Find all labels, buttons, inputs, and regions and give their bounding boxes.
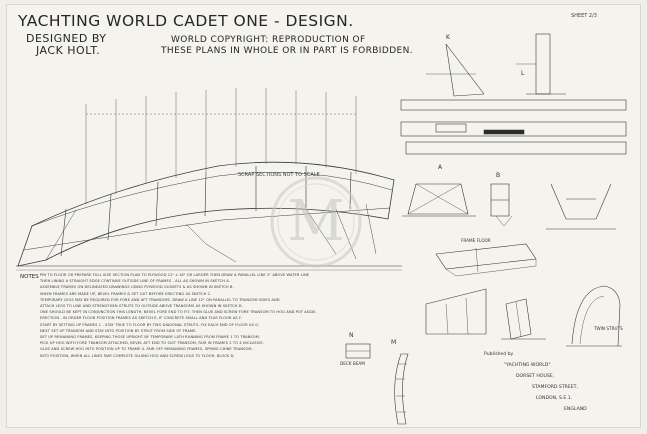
- section-m-label: M: [391, 339, 397, 346]
- publisher-line: "YACHTING WORLD": [504, 363, 551, 368]
- note-line: ERECTION - IN ORDER FLOOR POSITION FRAME…: [40, 316, 242, 321]
- plan-drawing: M: [16, 33, 627, 425]
- section-l-label: L: [521, 70, 525, 77]
- hog-plan: [400, 99, 627, 155]
- deck-beam-detail: [394, 353, 409, 425]
- scrap-sections-note: SCRAP SECTIONS NOT TO SCALE: [238, 172, 320, 178]
- section-b-label: B: [496, 172, 501, 179]
- publisher-line: DORSET HOUSE,: [516, 374, 555, 379]
- deck-beam-label: DECK BEAM: [340, 361, 365, 366]
- note-line: THEN LINING A STRAIGHT EDGE CONTINUE OUT…: [40, 279, 230, 284]
- bevel-board-detail: [435, 243, 537, 277]
- section-k-label: K: [446, 34, 450, 41]
- notes-heading: NOTES: [20, 274, 39, 280]
- twin-struts-detail: [566, 285, 622, 347]
- copyright-line-2: THESE PLANS IN WHOLE OR IN PART IS FORBI…: [161, 46, 414, 56]
- transom-detail-l: [516, 33, 566, 95]
- note-line: TEMPORARY LEGS MAY BE REQUIRED FOR FORE …: [40, 297, 280, 302]
- section-a-label: A: [438, 164, 443, 171]
- stem-detail-k: [426, 43, 485, 97]
- note-line: SET UP REMAINING FRAMES, KEEPING THOSE U…: [40, 335, 261, 340]
- frame-floor-label: FRAME FLOOR: [461, 238, 491, 243]
- publisher-line: STAMFORD STREET,: [532, 385, 578, 390]
- note-line: ONE SHOULD BE KEPT IN CONJUNCTION THIS L…: [40, 310, 317, 315]
- publisher-line: ENGLAND: [564, 407, 587, 412]
- floor-detail-small: [345, 343, 371, 359]
- blueprint-sheet: M YACHTING WORLD CADET ONE - DESIGN. DES…: [6, 4, 641, 428]
- assembly-notes: PIN TO FLOOR OR PREPARE FULL SIZE SECTIO…: [40, 272, 510, 359]
- leg-detail: [425, 288, 487, 335]
- note-line: GLUE AND SCREW HOG INTO POSITION UP TO F…: [40, 347, 253, 352]
- section-a-detail: [402, 183, 476, 217]
- note-line: WHEN FRAMES ARE MADE UP, BEVEL FRAMES & …: [40, 291, 212, 296]
- designer-name: JACK HOLT.: [36, 44, 101, 57]
- sheer-line: [31, 171, 393, 227]
- designed-by-label: DESIGNED BY: [26, 32, 107, 45]
- note-line: INTO POSITION, WHEN ALL LINES FAIR COMPL…: [40, 353, 235, 358]
- plan-title: YACHTING WORLD CADET ONE - DESIGN.: [18, 12, 354, 30]
- hull-profile: [17, 161, 395, 267]
- note-line: PIN TO FLOOR OR PREPARE FULL SIZE SECTIO…: [40, 273, 310, 277]
- note-line: ASSEMBLE FRAMES ON DELINEATED DRAWINGS U…: [40, 285, 234, 290]
- frame-stations: [60, 166, 352, 257]
- note-line: START BY SETTING UP FRAMES 1 - STAY TRUE…: [40, 322, 260, 327]
- note-line: NEXT SET UP TRANSOM AND STAY INTO POSITI…: [40, 328, 197, 333]
- note-line: ATTACH LEGS TO LINE AND STRENGTHEN STRUT…: [40, 304, 243, 309]
- section-n-label: N: [349, 332, 354, 339]
- section-b-detail: [490, 183, 513, 227]
- struts: [45, 203, 377, 263]
- dimension-lines: [85, 88, 357, 204]
- copyright-line-1: WORLD COPYRIGHT: REPRODUCTION OF: [171, 35, 366, 45]
- twin-struts-label: TWIN STRUTS: [594, 326, 623, 331]
- transom-leg-detail: [501, 298, 546, 340]
- publisher-block: Published by "YACHTING WORLD" DORSET HOU…: [484, 349, 587, 415]
- watermark-logo: M: [270, 176, 362, 268]
- note-line: PICK UP HOG WITH FORE TRANSOM ATTACHED, …: [40, 341, 264, 346]
- sheet-number: SHEET 2/3: [571, 13, 597, 19]
- publisher-heading: Published by: [484, 352, 514, 357]
- section-c-detail: [546, 183, 616, 230]
- chine-line: [23, 207, 391, 251]
- publisher-line: LONDON, S.E.1.: [536, 396, 573, 401]
- svg-text:M: M: [287, 189, 344, 254]
